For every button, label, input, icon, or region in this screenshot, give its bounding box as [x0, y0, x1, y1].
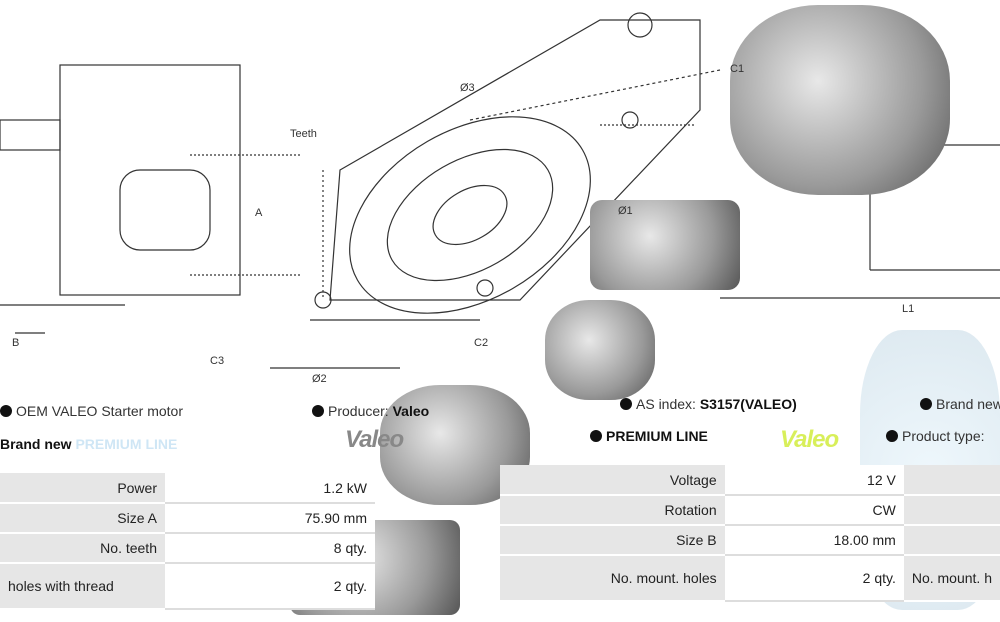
table-cell: Size B: [500, 525, 725, 556]
table-cell: CW: [724, 495, 904, 526]
bullet-icon: [620, 398, 632, 410]
table-cell: 12 V: [724, 465, 904, 496]
product-type-label: Product type:: [902, 428, 985, 444]
producer-label: Producer:: [328, 403, 389, 419]
as-index-value: S3157(VALEO): [699, 396, 797, 412]
table-cell: No. mount. holes: [500, 555, 725, 602]
brand-new-text: Brand new: [0, 436, 72, 452]
table-cell: [903, 495, 1000, 526]
bullet-icon: [312, 405, 324, 417]
premium-text: PREMIUM LINE: [606, 428, 708, 444]
premium-icon: [590, 430, 602, 442]
flange-outline: [329, 19, 701, 301]
bullet-icon: [0, 405, 12, 417]
premium-faded: PREMIUM LINE: [75, 436, 178, 452]
product-photo-side: [590, 200, 740, 290]
bullet-icon: [920, 398, 932, 410]
table-cell: Voltage: [500, 465, 725, 496]
table-cell: holes with thread: [0, 563, 165, 610]
as-index-info: AS index: S3157(VALEO): [620, 396, 797, 412]
producer-value: Valeo: [392, 403, 430, 419]
table-cell: 75.90 mm: [165, 503, 375, 534]
product-photo-gear: [545, 300, 655, 400]
product-type-info: Product type:: [886, 428, 985, 444]
oem-text: OEM VALEO Starter motor: [16, 403, 184, 419]
table-cell: [903, 525, 1000, 556]
table-cell: No. mount. h: [903, 555, 1000, 602]
table-cell: Rotation: [500, 495, 725, 526]
valeo-logo-gray: Valeo: [345, 426, 404, 453]
table-cell: 8 qty.: [165, 533, 375, 564]
table-cell: 2 qty.: [165, 563, 375, 610]
bullet-icon: [886, 430, 898, 442]
table-cell: No. teeth: [0, 533, 165, 564]
premium-line-info: PREMIUM LINE: [590, 428, 708, 444]
table-cell: Size A: [0, 503, 165, 534]
table-cell: [903, 465, 1000, 496]
motor-outline: [59, 64, 241, 296]
product-photo-flange: [730, 5, 950, 195]
producer-info: Producer: Valeo: [312, 403, 429, 419]
brand-new-info: Brand new: [920, 396, 1000, 412]
valeo-logo-green: Valeo: [780, 426, 839, 453]
table-cell: 18.00 mm: [724, 525, 904, 556]
brand-new-label: Brand new PREMIUM LINE: [0, 436, 177, 452]
table-cell: 2 qty.: [724, 555, 904, 602]
oem-info: OEM VALEO Starter motor: [0, 403, 183, 419]
table-cell: Power: [0, 473, 165, 504]
brand-new-right: Brand new: [936, 396, 1000, 412]
table-cell: 1.2 kW: [165, 473, 375, 504]
as-index-label: AS index:: [636, 396, 696, 412]
